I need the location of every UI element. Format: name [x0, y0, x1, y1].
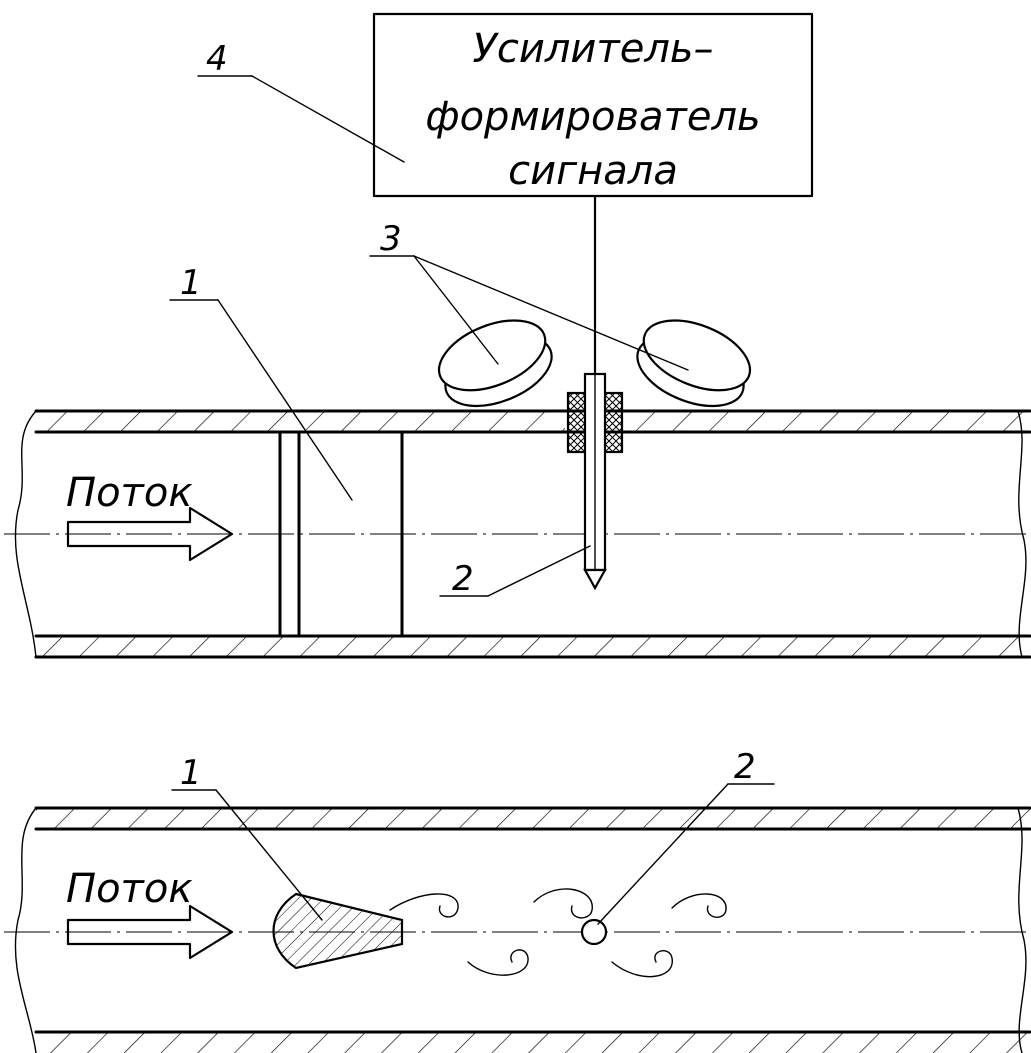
vortex-3 [533, 888, 593, 919]
callout-4-number: 4 [206, 39, 228, 79]
callout-3-leader-left [413, 255, 499, 365]
sensor-probe [566, 372, 624, 591]
top-pipe-upper-wall-hatch [36, 411, 1030, 432]
bottom-sensor-section [580, 918, 608, 946]
magnet-right-face [642, 319, 752, 392]
top-flow-label: Поток [66, 470, 192, 516]
bottom-bluff-body [272, 892, 404, 970]
bottom-pipe-left-break [14, 807, 37, 1053]
top-pipe-right-break [1017, 410, 1027, 658]
vortex-5 [671, 893, 727, 918]
top-pipe-left-break [14, 410, 37, 658]
bottom-pipe [4, 806, 1031, 1053]
top-callouts: 4 3 1 2 [169, 39, 689, 599]
top-pipe-lower-wall-hatch [36, 636, 1030, 657]
amplifier-line-1: Усилитель– [473, 26, 714, 72]
bottom-flow-arrow [66, 904, 234, 960]
bottom-callout-2-leader [597, 783, 729, 925]
vortex-4 [611, 950, 673, 978]
bottom-flow-label: Поток [66, 866, 192, 912]
bottom-callout-2-number: 2 [734, 747, 756, 787]
top-bluff-body [278, 430, 404, 638]
callout-4-leader [251, 75, 405, 163]
magnet-right [636, 319, 752, 408]
bottom-pipe-lower-wall-hatch [36, 1032, 1030, 1053]
bottom-callout-1-number: 1 [180, 753, 202, 793]
amplifier-line-3: сигнала [508, 148, 678, 194]
vortex-street [389, 888, 727, 978]
top-pipe [4, 400, 1031, 659]
callout-3-number: 3 [380, 219, 402, 259]
amplifier-line-2: формирователь [425, 94, 760, 140]
callout-3-leader-right [413, 255, 689, 371]
top-flow-arrow [66, 506, 234, 562]
magnet-left [437, 319, 553, 408]
callout-2-leader [487, 545, 591, 597]
bottom-callouts: 1 2 [171, 747, 775, 925]
vortex-1 [389, 893, 459, 918]
vortex-2 [467, 949, 529, 976]
callout-2-number: 2 [452, 559, 474, 599]
bottom-callout-1-leader [215, 789, 323, 921]
amplifier-box: Усилитель– формирователь сигнала [372, 12, 814, 198]
bottom-pipe-upper-wall-hatch [36, 808, 1030, 829]
sensor-tip [583, 568, 607, 591]
callout-1-number: 1 [180, 263, 202, 303]
bottom-pipe-right-break [1017, 807, 1027, 1053]
callout-1-leader [217, 299, 353, 501]
amplifier-box-frame [372, 12, 814, 198]
